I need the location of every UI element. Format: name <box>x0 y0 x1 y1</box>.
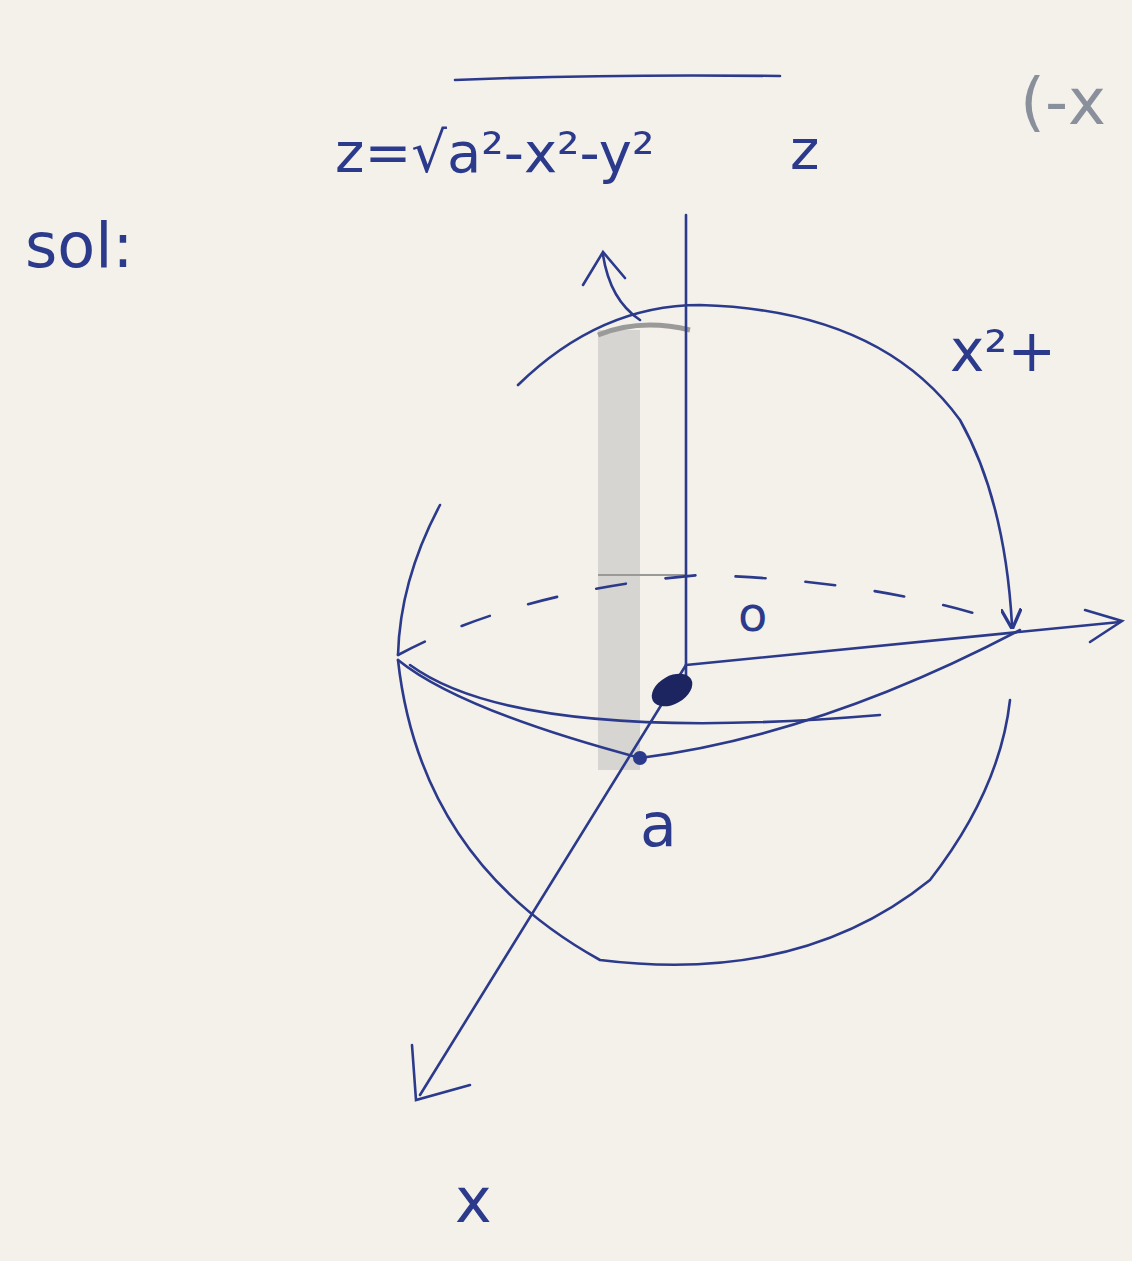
column-line <box>598 574 685 576</box>
equation: z=√a²-x²-y² <box>335 125 654 181</box>
sphere-lower <box>398 660 1010 965</box>
cut-text: x²+ <box>950 322 1056 380</box>
equator-front <box>398 630 1020 758</box>
point-label: a <box>640 795 677 855</box>
solution-label: sol: <box>25 215 133 277</box>
x-axis-head <box>412 1045 470 1100</box>
equator-stroke <box>410 665 880 723</box>
cut-text: (-x <box>1020 70 1106 134</box>
root-bar <box>455 76 780 81</box>
y-axis-head <box>1085 610 1122 642</box>
x-axis <box>420 665 686 1095</box>
shaded-column <box>598 330 640 770</box>
axis-label: x <box>455 1170 492 1232</box>
curved-arrow <box>603 255 640 320</box>
column-top <box>598 325 690 335</box>
point-a <box>633 751 647 765</box>
axis-label: z <box>790 122 819 178</box>
curved-arrow-head <box>583 252 625 285</box>
z-axis <box>685 215 688 678</box>
hemisphere-left <box>398 505 440 655</box>
origin-label: o <box>738 590 767 638</box>
area-element <box>646 667 698 713</box>
